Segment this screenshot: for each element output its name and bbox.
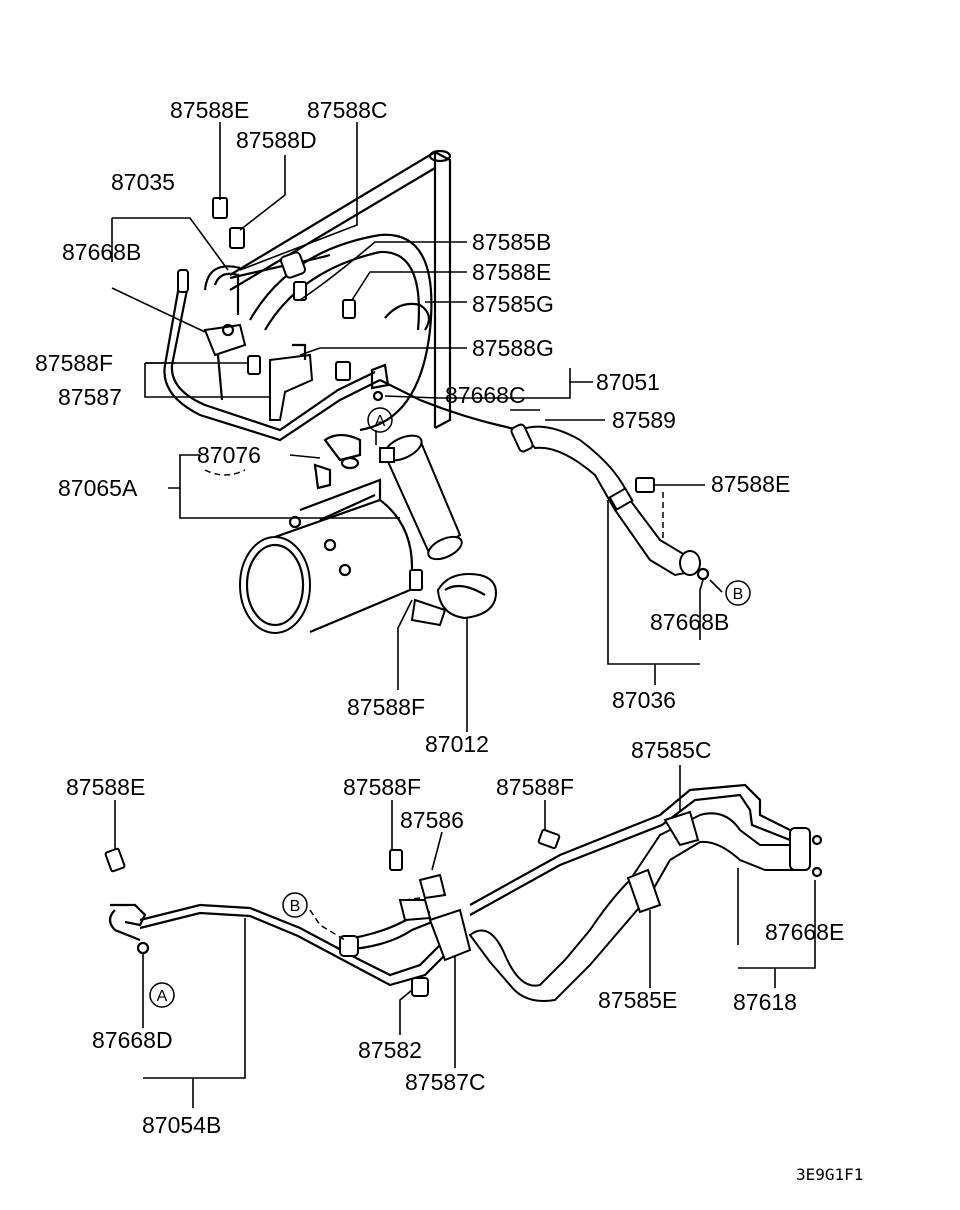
label-87585C: 87585C — [631, 737, 712, 763]
drawing-code: 3E9G1F1 — [796, 1165, 863, 1184]
label-87012: 87012 — [425, 731, 489, 757]
receiver-drier-87065A — [379, 434, 463, 561]
pipe-87054B — [108, 903, 446, 987]
pipe-87051 — [163, 269, 521, 442]
label-87588F-left: 87588F — [35, 350, 113, 376]
svg-text:B: B — [290, 898, 301, 915]
label-87588G: 87588G — [472, 335, 554, 361]
marker-A-bottom: A — [149, 982, 175, 1008]
svg-text:A: A — [157, 988, 168, 1005]
label-87582: 87582 — [358, 1037, 422, 1063]
label-87588F-comp: 87588F — [347, 694, 425, 720]
label-87588D: 87588D — [236, 127, 317, 153]
fittings-87076 — [313, 433, 362, 490]
label-87076: 87076 — [197, 442, 261, 468]
clamps-lower — [398, 810, 700, 997]
label-87588E-right: 87588E — [711, 471, 790, 497]
label-87586: 87586 — [400, 807, 464, 833]
label-87585E: 87585E — [598, 987, 677, 1013]
label-87588C: 87588C — [307, 97, 388, 123]
label-87668E: 87668E — [765, 919, 844, 945]
upper-leaders — [111, 122, 723, 732]
label-87588E-bottom-left: 87588E — [66, 774, 145, 800]
small-parts-upper — [212, 197, 655, 591]
bracket-87587 — [269, 343, 314, 421]
label-87036: 87036 — [612, 687, 676, 713]
svg-text:B: B — [733, 586, 744, 603]
label-87585G: 87585G — [472, 291, 554, 317]
hose-87618 — [468, 812, 823, 1002]
label-87587: 87587 — [58, 384, 122, 410]
label-87589: 87589 — [612, 407, 676, 433]
svg-text:A: A — [375, 413, 386, 430]
hose-87036 — [510, 423, 710, 581]
label-87035: 87035 — [111, 169, 175, 195]
label-87668B-right: 87668B — [650, 609, 729, 635]
label-87588E-top: 87588E — [170, 97, 249, 123]
compressor — [239, 478, 414, 634]
marker-B-top: B — [725, 580, 751, 606]
label-87065A: 87065A — [58, 475, 138, 501]
label-87588E-mid: 87588E — [472, 259, 551, 285]
lower-leaders — [114, 765, 816, 1108]
label-87051: 87051 — [596, 369, 660, 395]
label-87588F-bottom-right: 87588F — [496, 774, 574, 800]
label-87668C: 87668C — [445, 382, 526, 408]
small-parts-lower — [104, 828, 561, 955]
label-87618: 87618 — [733, 989, 797, 1015]
label-87588F-bottom-mid: 87588F — [343, 774, 421, 800]
clamp-87012 — [410, 573, 497, 627]
label-87054B: 87054B — [142, 1112, 221, 1138]
marker-A-top: A — [367, 407, 393, 433]
label-87668B-top: 87668B — [62, 239, 141, 265]
hose-87035 — [203, 251, 331, 315]
label-87668D: 87668D — [92, 1027, 173, 1053]
label-87587C: 87587C — [405, 1069, 486, 1095]
label-87585B: 87585B — [472, 229, 551, 255]
marker-B-bottom: B — [282, 892, 308, 918]
